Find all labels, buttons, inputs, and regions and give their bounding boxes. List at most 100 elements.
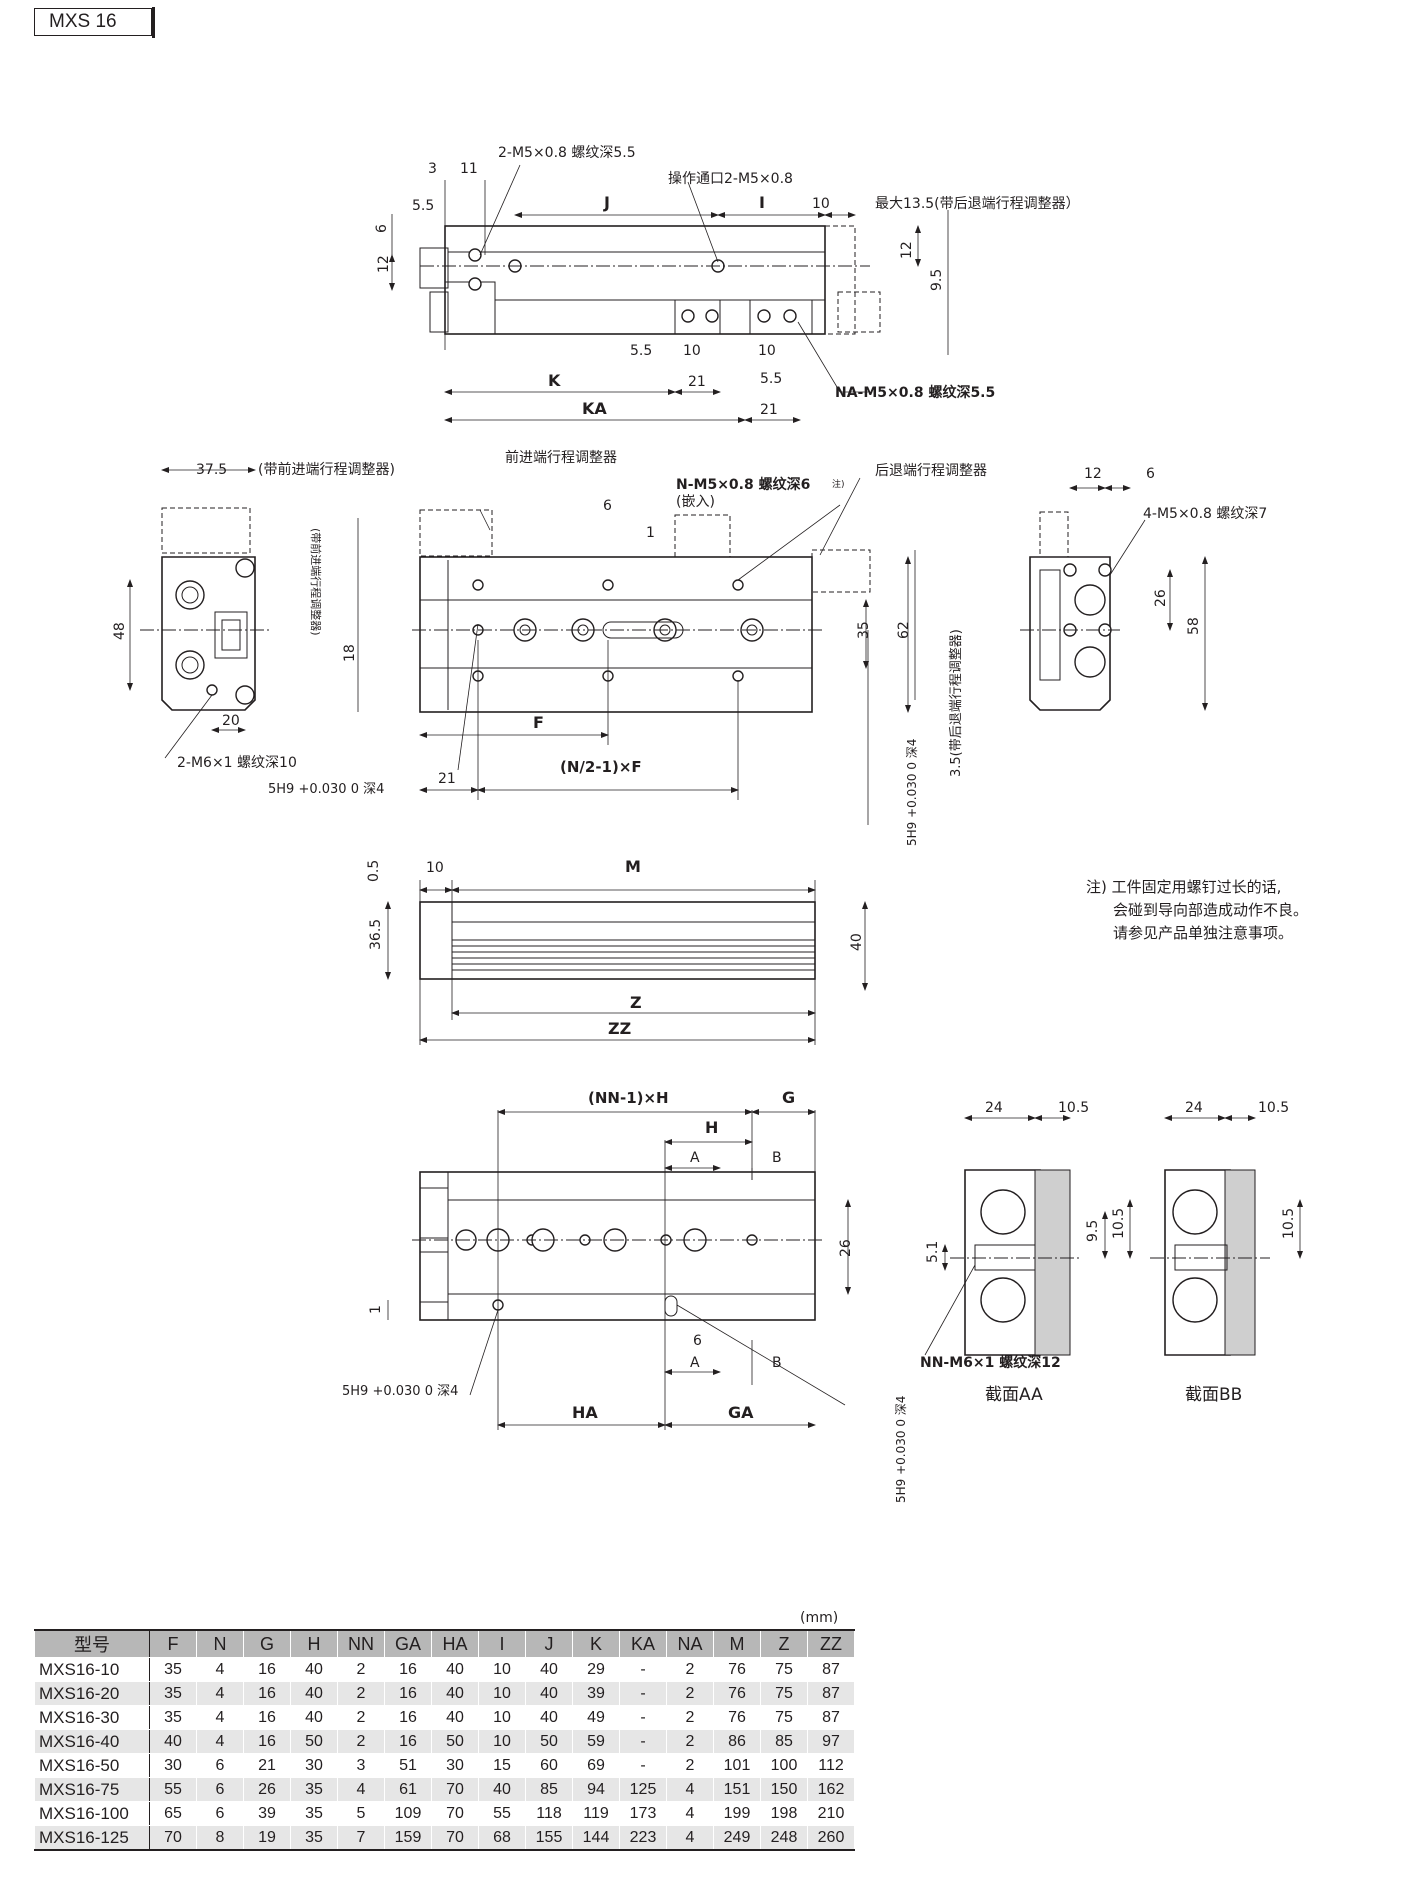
note-insert: (嵌入): [676, 494, 715, 510]
dim-21-a: 21: [688, 374, 706, 390]
cell-value: 39: [243, 1801, 291, 1826]
cell-value: 61: [384, 1777, 432, 1802]
cell-value: 249: [713, 1825, 761, 1851]
left-side-view: 37.5 (带前进端行程调整器) 48 20 2-M6×1 螺纹深10: [112, 461, 395, 771]
dim-10-5-bb-v: 10.5: [1281, 1208, 1297, 1239]
cell-model: MXS16-20: [34, 1681, 150, 1706]
cell-value: 40: [431, 1705, 479, 1730]
cell-value: 6: [196, 1777, 244, 1802]
section-bb: 24 10.5 10.5 截面BB: [1150, 1100, 1303, 1405]
cell-value: 68: [478, 1825, 526, 1851]
cell-value: 16: [384, 1705, 432, 1730]
cell-value: -: [619, 1729, 667, 1754]
cell-value: 60: [525, 1753, 573, 1778]
cell-value: 40: [290, 1681, 338, 1706]
bottom-view-labels: (NN-1)×H G H A B 26 1 6 A B HA GA 5H9 +0…: [342, 1088, 908, 1503]
cell-value: 87: [807, 1705, 855, 1730]
dim-1-bottom: 1: [368, 1305, 384, 1314]
cell-value: 4: [196, 1657, 244, 1682]
label-back-adjuster: 后退端行程调整器: [875, 463, 987, 479]
cell-model: MXS16-40: [34, 1729, 150, 1754]
cell-value: 2: [337, 1729, 385, 1754]
cell-value: 40: [525, 1657, 573, 1682]
col-h: H: [290, 1629, 338, 1658]
cell-value: 65: [149, 1801, 197, 1826]
dim-m: M: [625, 857, 641, 876]
front-view-labels: 前进端行程调整器 N-M5×0.8 螺纹深6 注) (嵌入) 后退端行程调整器 …: [268, 449, 987, 846]
cell-value: 30: [431, 1753, 479, 1778]
dim-g: G: [782, 1088, 795, 1107]
dim-48: 48: [112, 622, 128, 640]
note-n-tap: N-M5×0.8 螺纹深6: [676, 476, 810, 493]
dim-i: I: [759, 193, 765, 212]
cell-value: 8: [196, 1825, 244, 1851]
caution-line-1: 注) 工件固定用螺钉过长的话,: [1086, 878, 1282, 896]
dim-24-bb: 24: [1185, 1100, 1203, 1116]
cell-value: 70: [431, 1777, 479, 1802]
cell-value: 75: [760, 1705, 808, 1730]
cell-value: 2: [666, 1753, 714, 1778]
cell-value: 51: [384, 1753, 432, 1778]
note-port: 操作通口2-M5×0.8: [668, 171, 793, 187]
dim-a-bottom: A: [690, 1355, 700, 1371]
top-view: 2-M5×0.8 螺纹深5.5 操作通口2-M5×0.8 最大13.5(带后退端…: [374, 145, 1080, 423]
cell-value: 151: [713, 1777, 761, 1802]
col-g: G: [243, 1629, 291, 1658]
bottom-view: (NN-1)×H G H A B 26 1 6 A B HA GA 5H9 +0…: [342, 1088, 908, 1503]
right-side-labels: 12 6 26 58 4-M5×0.8 螺纹深7: [1084, 466, 1267, 635]
cell-value: 35: [149, 1657, 197, 1682]
cell-value: 100: [760, 1753, 808, 1778]
table-header-row: 型号 F N G H NN GA HA I J K KA NA M Z ZZ: [34, 1629, 855, 1658]
cell-value: 49: [572, 1705, 620, 1730]
label-section-bb: 截面BB: [1185, 1385, 1242, 1405]
dim-10-top: 10: [812, 196, 830, 212]
dim-3: 3: [428, 161, 437, 177]
cell-value: 101: [713, 1753, 761, 1778]
cell-value: 40: [525, 1681, 573, 1706]
cell-value: 16: [384, 1681, 432, 1706]
dimension-table: 型号 F N G H NN GA HA I J K KA NA M Z ZZ M…: [34, 1629, 855, 1851]
dim-9-5-aa: 9.5: [1085, 1220, 1101, 1242]
cell-value: 35: [149, 1705, 197, 1730]
caution-note: 注) 工件固定用螺钉过长的话, 会碰到导向部造成动作不良。 请参见产品单独注意事…: [1086, 876, 1308, 945]
cell-value: 75: [760, 1657, 808, 1682]
cell-value: 162: [807, 1777, 855, 1802]
cell-value: 16: [384, 1729, 432, 1754]
cell-value: 2: [666, 1729, 714, 1754]
dim-k: K: [548, 371, 561, 390]
cell-value: 2: [337, 1657, 385, 1682]
cell-value: 3: [337, 1753, 385, 1778]
dim-21-b: 21: [760, 402, 778, 418]
cell-value: 2: [666, 1681, 714, 1706]
dim-zz: ZZ: [608, 1019, 631, 1038]
dim-ga: GA: [728, 1403, 754, 1422]
dim-b-bottom: B: [772, 1355, 782, 1371]
cell-value: 150: [760, 1777, 808, 1802]
cell-value: 40: [290, 1657, 338, 1682]
col-m: M: [713, 1629, 761, 1658]
cell-value: 4: [337, 1777, 385, 1802]
formula-n-f: (N/2-1)×F: [560, 758, 642, 776]
cell-value: 118: [525, 1801, 573, 1826]
dim-a-top: A: [690, 1150, 700, 1166]
top-view-labels: 2-M5×0.8 螺纹深5.5 操作通口2-M5×0.8 最大13.5(带后退端…: [374, 145, 1080, 418]
cell-value: 55: [478, 1801, 526, 1826]
cell-value: 97: [807, 1729, 855, 1754]
pin-hole-bottom-right: 5H9 +0.030 0 深4: [894, 1396, 908, 1503]
dim-12-right-side: 12: [1084, 466, 1102, 482]
label-fwd-adjuster: 前进端行程调整器: [505, 449, 617, 466]
cell-value: 30: [149, 1753, 197, 1778]
dim-z: Z: [630, 993, 642, 1012]
dim-11: 11: [460, 161, 478, 177]
cell-value: 199: [713, 1801, 761, 1826]
dim-6-front: 6: [603, 498, 612, 514]
note-na-tap: NA-M5×0.8 螺纹深5.5: [835, 384, 995, 401]
dim-26-right-side: 26: [1153, 589, 1169, 607]
dim-36-5: 36.5: [368, 919, 384, 950]
dim-nn-h: (NN-1)×H: [588, 1089, 669, 1107]
note-m6-tap: 2-M6×1 螺纹深10: [177, 755, 297, 771]
cell-value: 40: [149, 1729, 197, 1754]
